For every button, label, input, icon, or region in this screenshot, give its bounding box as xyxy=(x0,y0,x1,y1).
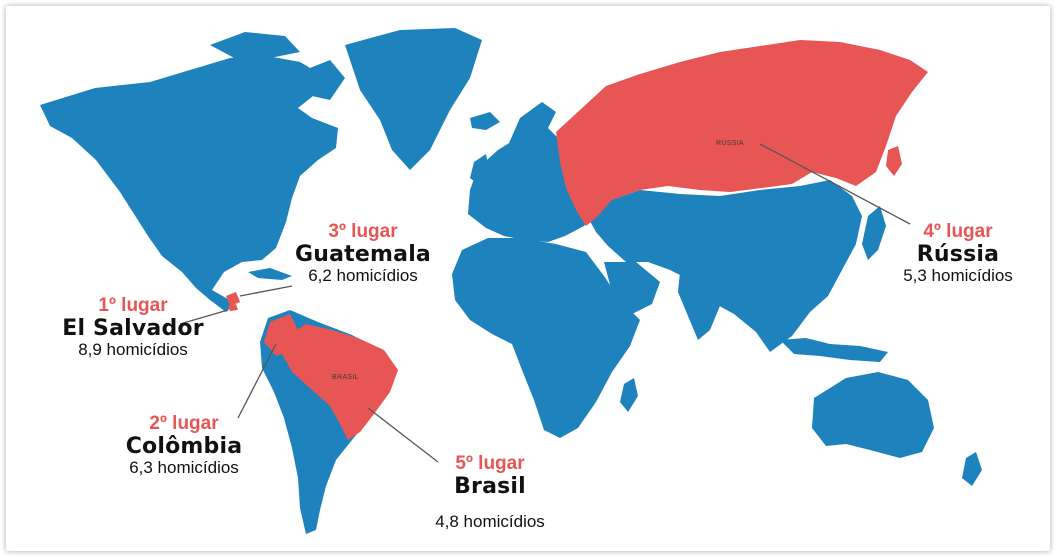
callout-brazil: 5º lugar Brasil 4,8 homicídios xyxy=(412,453,568,532)
map-label-russia: RÚSSIA xyxy=(716,140,744,147)
guatemala-value: 6,2 homicídios xyxy=(308,266,418,286)
callout-guatemala: 3º lugar Guatemala 6,2 homicídios xyxy=(292,221,434,286)
guatemala-shape xyxy=(226,292,240,306)
cuba xyxy=(248,268,292,280)
el-salvador-value: 8,9 homicídios xyxy=(78,340,188,360)
el-salvador-rank: 1º lugar xyxy=(98,295,168,316)
brazil-rank: 5º lugar xyxy=(455,453,525,474)
australia xyxy=(812,372,934,458)
leader-russia xyxy=(759,143,911,225)
russia-value: 5,3 homicídios xyxy=(903,266,1013,286)
british-isles xyxy=(470,154,490,186)
callout-el-salvador: 1º lugar El Salvador 8,9 homicídios xyxy=(54,295,212,360)
russia-name: Rússia xyxy=(916,241,1000,267)
map-label-brazil: BRASIL xyxy=(332,374,359,381)
guatemala-rank: 3º lugar xyxy=(328,221,398,242)
leader-brazil xyxy=(367,407,439,463)
leader-guatemala xyxy=(239,285,293,297)
russia-rank: 4º lugar xyxy=(923,221,993,242)
guatemala-name: Guatemala xyxy=(295,241,431,267)
leader-lines xyxy=(179,143,911,463)
leader-colombia xyxy=(237,343,277,419)
colombia-shape xyxy=(264,314,298,356)
iceland xyxy=(470,112,500,130)
highlighted-countries xyxy=(226,40,928,440)
greenland xyxy=(345,28,482,170)
brazil-shape xyxy=(282,324,398,440)
colombia-value: 6,3 homicídios xyxy=(129,458,239,478)
brazil-name: Brasil xyxy=(454,473,526,499)
el-salvador-name: El Salvador xyxy=(62,315,204,341)
japan xyxy=(862,206,886,260)
sakhalin-shape xyxy=(886,146,902,176)
colombia-rank: 2º lugar xyxy=(149,413,219,434)
southeast-asia-islands xyxy=(780,338,888,362)
asia xyxy=(586,180,862,352)
brazil-value: 4,8 homicídios xyxy=(435,512,545,532)
callout-colombia: 2º lugar Colômbia 6,3 homicídios xyxy=(110,413,258,478)
new-zealand xyxy=(962,452,982,486)
leader-el-salvador xyxy=(179,309,229,325)
arctic-islands xyxy=(210,32,300,60)
el-salvador-shape xyxy=(228,304,238,311)
africa xyxy=(452,238,640,438)
india xyxy=(678,272,724,340)
scandinavia xyxy=(506,102,556,160)
baffin-island xyxy=(305,60,345,100)
callout-russia: 4º lugar Rússia 5,3 homicídios xyxy=(880,221,1036,286)
madagascar xyxy=(620,378,638,412)
russia-shape xyxy=(556,40,928,226)
north-america xyxy=(40,55,338,312)
arabia xyxy=(604,262,660,316)
colombia-name: Colômbia xyxy=(125,433,243,459)
